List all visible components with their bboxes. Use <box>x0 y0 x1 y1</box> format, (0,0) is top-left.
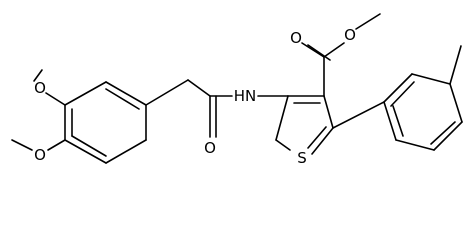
atom-label-o-ester-single: O <box>344 26 356 44</box>
atom-label-o-methoxy-bottom: O <box>34 146 46 164</box>
bond <box>433 121 463 151</box>
atom-label-o-methoxy-top: O <box>34 79 46 97</box>
bond <box>395 139 435 151</box>
bond <box>105 139 147 164</box>
bond <box>47 139 66 151</box>
bond <box>430 121 456 145</box>
bond <box>33 69 43 82</box>
bond <box>11 139 33 151</box>
bond <box>323 42 345 58</box>
chemical-structure: O O HN O S O O <box>11 13 463 167</box>
bond <box>355 13 381 30</box>
bond <box>332 101 385 129</box>
atom-label-o-amide: O <box>204 139 216 157</box>
bond <box>145 79 189 106</box>
bond <box>105 81 147 106</box>
bond <box>45 92 66 106</box>
bond <box>449 83 463 123</box>
bond <box>301 42 325 58</box>
bond <box>307 44 331 61</box>
atom-label-n-amide: HN <box>234 87 257 105</box>
bond <box>311 127 334 155</box>
bond <box>390 81 415 107</box>
bond <box>64 139 107 164</box>
bond <box>275 139 291 151</box>
bond <box>383 73 413 103</box>
atom-label-s-ring: S <box>297 149 307 167</box>
bond <box>411 73 451 85</box>
bond <box>275 95 289 141</box>
bond <box>105 88 140 110</box>
bond <box>307 126 327 149</box>
bond <box>187 79 211 97</box>
bond <box>64 81 107 106</box>
atom-label-o-ester-carbonyl: O <box>290 29 302 47</box>
bond-lines <box>11 13 463 164</box>
bond <box>392 105 404 137</box>
bond <box>449 45 462 85</box>
structure-canvas: O O HN O S O O <box>11 13 463 167</box>
bond <box>323 95 334 129</box>
bond <box>71 135 107 157</box>
bond <box>383 101 397 141</box>
atom-labels: O O HN O S O O <box>34 26 356 167</box>
